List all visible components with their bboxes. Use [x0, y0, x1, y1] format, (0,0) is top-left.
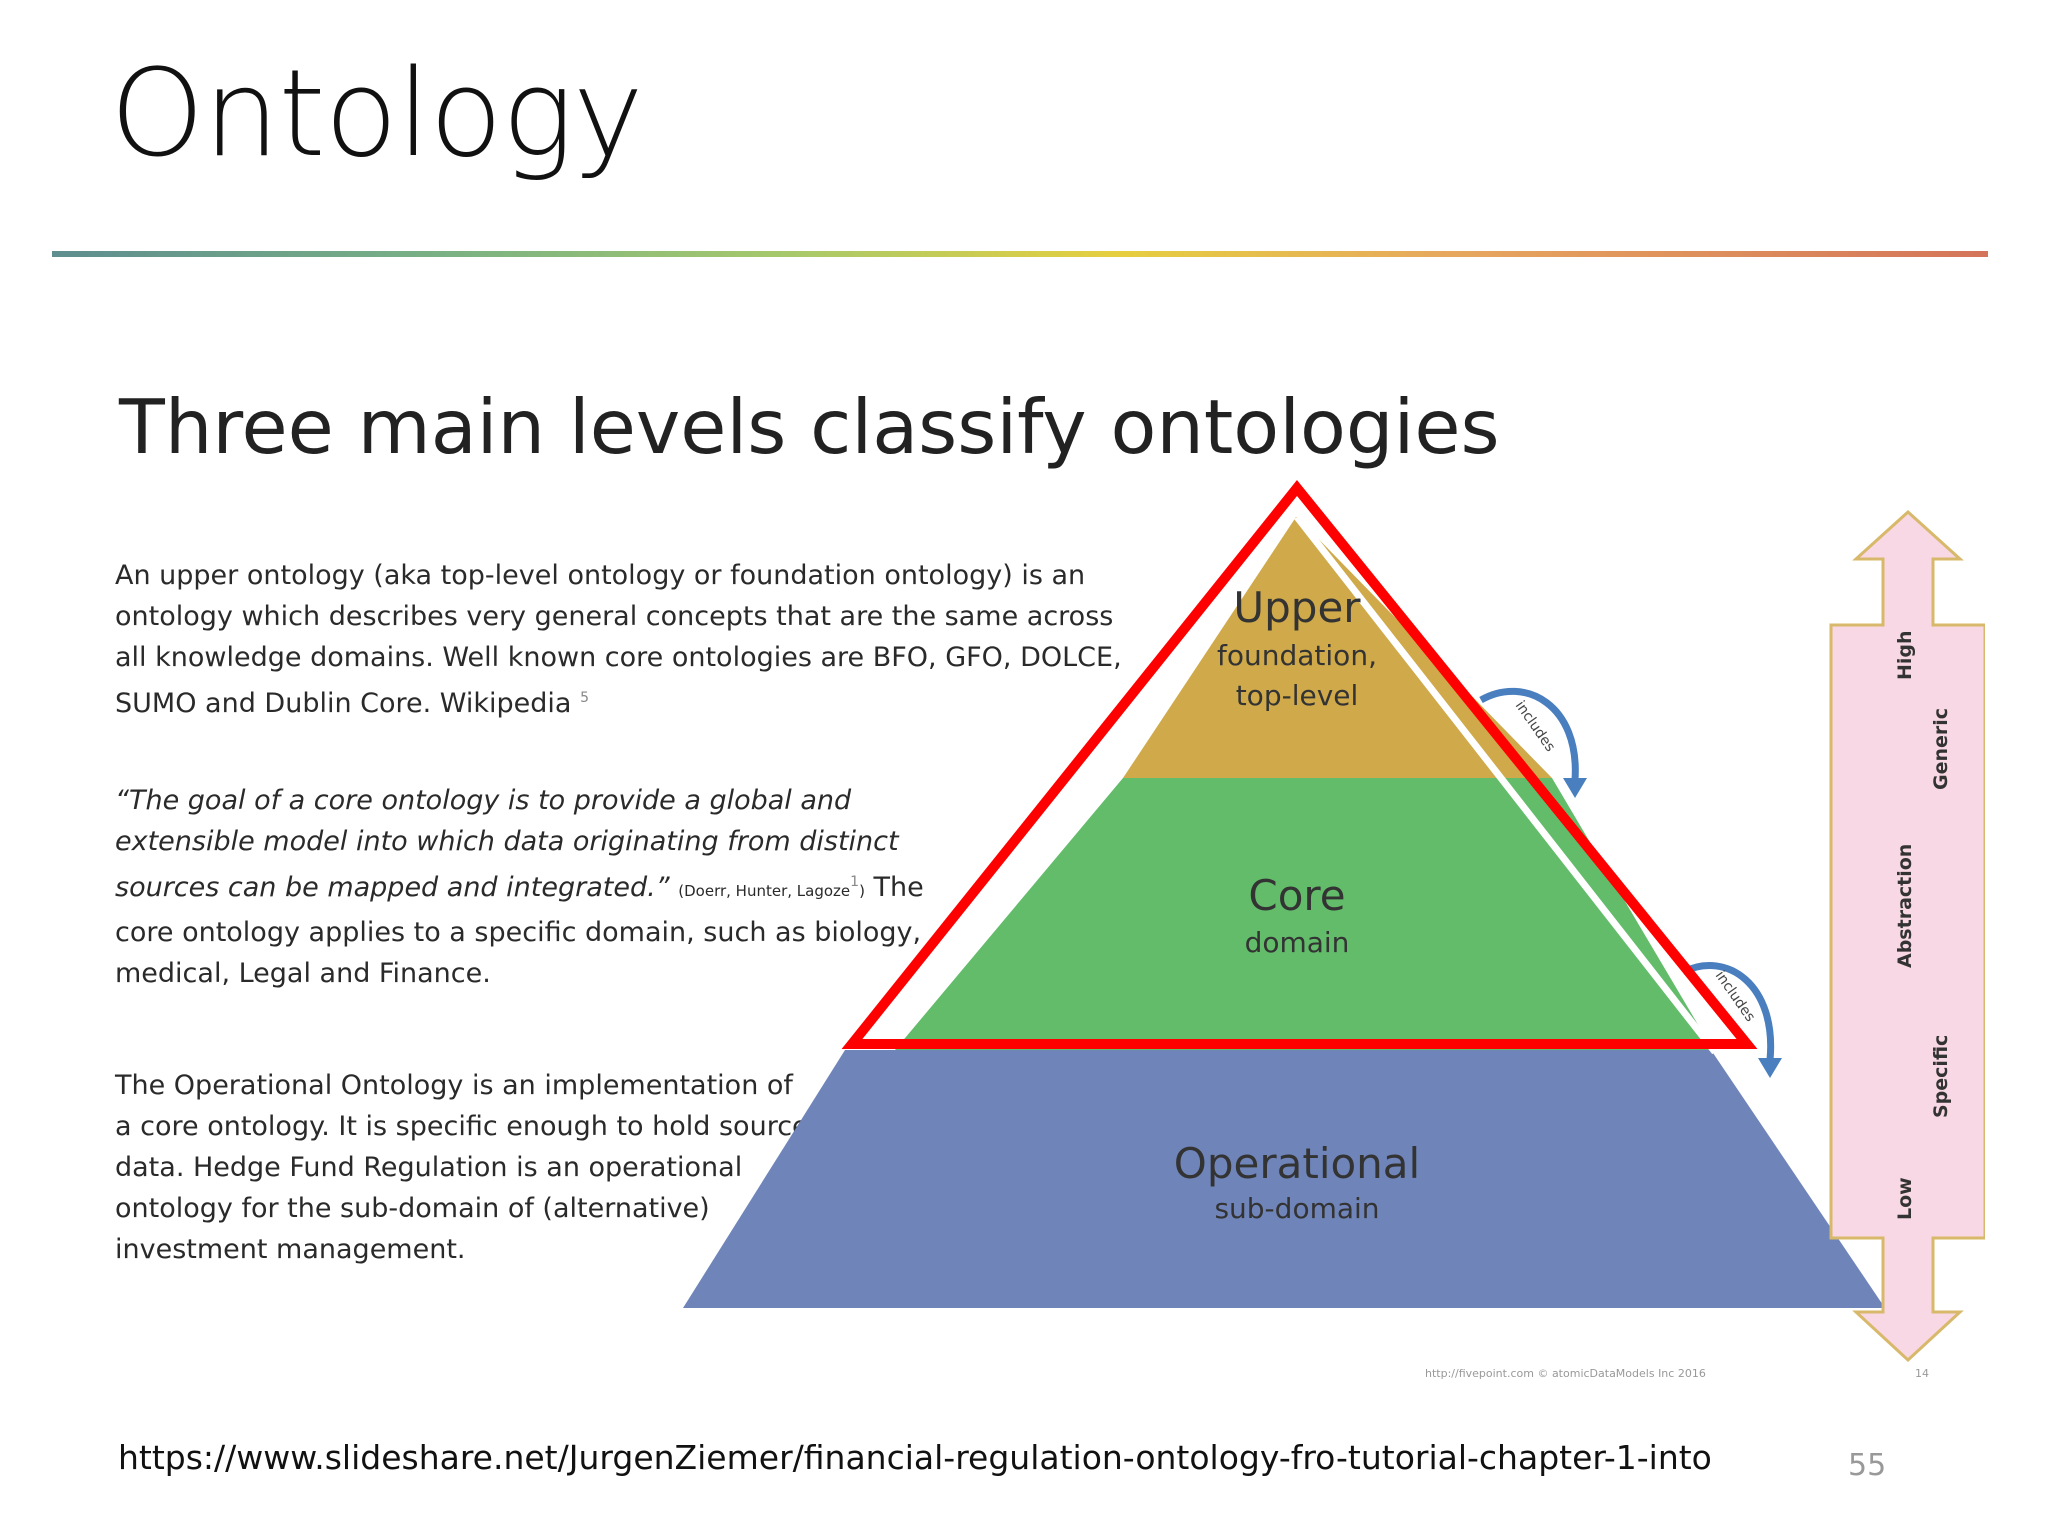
abstraction-scale-arrow: [1829, 509, 1985, 1363]
operational-level-sublabel: sub-domain: [1214, 1192, 1379, 1225]
scale-generic-label: Generic: [1930, 708, 1952, 790]
upper-level-sublabel-1: foundation,: [1217, 639, 1377, 672]
scale-high-label: High: [1894, 630, 1916, 680]
source-link[interactable]: https://www.slideshare.net/JurgenZiemer/…: [118, 1438, 1712, 1477]
pyramid-level-upper: [1123, 517, 1552, 778]
core-ontology-citation-end: ): [859, 882, 865, 900]
scale-abstraction-label: Abstraction: [1894, 844, 1916, 968]
pyramid-level-operational: [683, 1050, 1885, 1308]
embedded-footnote: http://fivepoint.com © atomicDataModels …: [1425, 1367, 1706, 1380]
upper-ontology-text: An upper ontology (aka top-level ontolog…: [115, 560, 1122, 719]
core-ontology-quote: “The goal of a core ontology is to provi…: [115, 785, 899, 903]
operational-level-label: Operational: [1174, 1139, 1420, 1188]
embedded-footnote-number: 14: [1915, 1367, 1929, 1380]
scale-specific-label: Specific: [1930, 1035, 1952, 1118]
title-divider: [52, 251, 1988, 257]
slide-title: Ontology: [110, 45, 644, 184]
core-ontology-citation-ref: 1: [850, 874, 860, 890]
core-level-label: Core: [1248, 871, 1345, 920]
pyramid-level-core: [895, 778, 1713, 1050]
scale-low-label: Low: [1894, 1177, 1916, 1220]
upper-level-label: Upper: [1233, 583, 1361, 632]
core-ontology-paragraph: “The goal of a core ontology is to provi…: [115, 780, 975, 994]
operational-ontology-paragraph: The Operational Ontology is an implement…: [115, 1065, 815, 1270]
upper-ontology-ref: 5: [580, 690, 589, 706]
core-ontology-text: The core ontology applies to a specific …: [115, 872, 924, 989]
page-number: 55: [1848, 1448, 1887, 1483]
embedded-slide-title: Three main levels classify ontologies: [119, 383, 1500, 471]
operational-ontology-text: The Operational Ontology is an implement…: [115, 1070, 809, 1265]
core-ontology-citation: (Doerr, Hunter, Lagoze: [678, 882, 851, 900]
pyramid-right-edge: [1294, 514, 1718, 1055]
upper-ontology-paragraph: An upper ontology (aka top-level ontolog…: [115, 555, 1125, 724]
core-level-sublabel: domain: [1245, 926, 1350, 959]
embedded-slide-image: Three main levels classify ontologies An…: [105, 360, 1985, 1400]
upper-level-sublabel-2: top-level: [1236, 679, 1359, 712]
ontology-pyramid-diagram: Upper foundation, top-level Core domain …: [683, 480, 1985, 1363]
red-highlight-triangle: [841, 480, 1758, 1049]
